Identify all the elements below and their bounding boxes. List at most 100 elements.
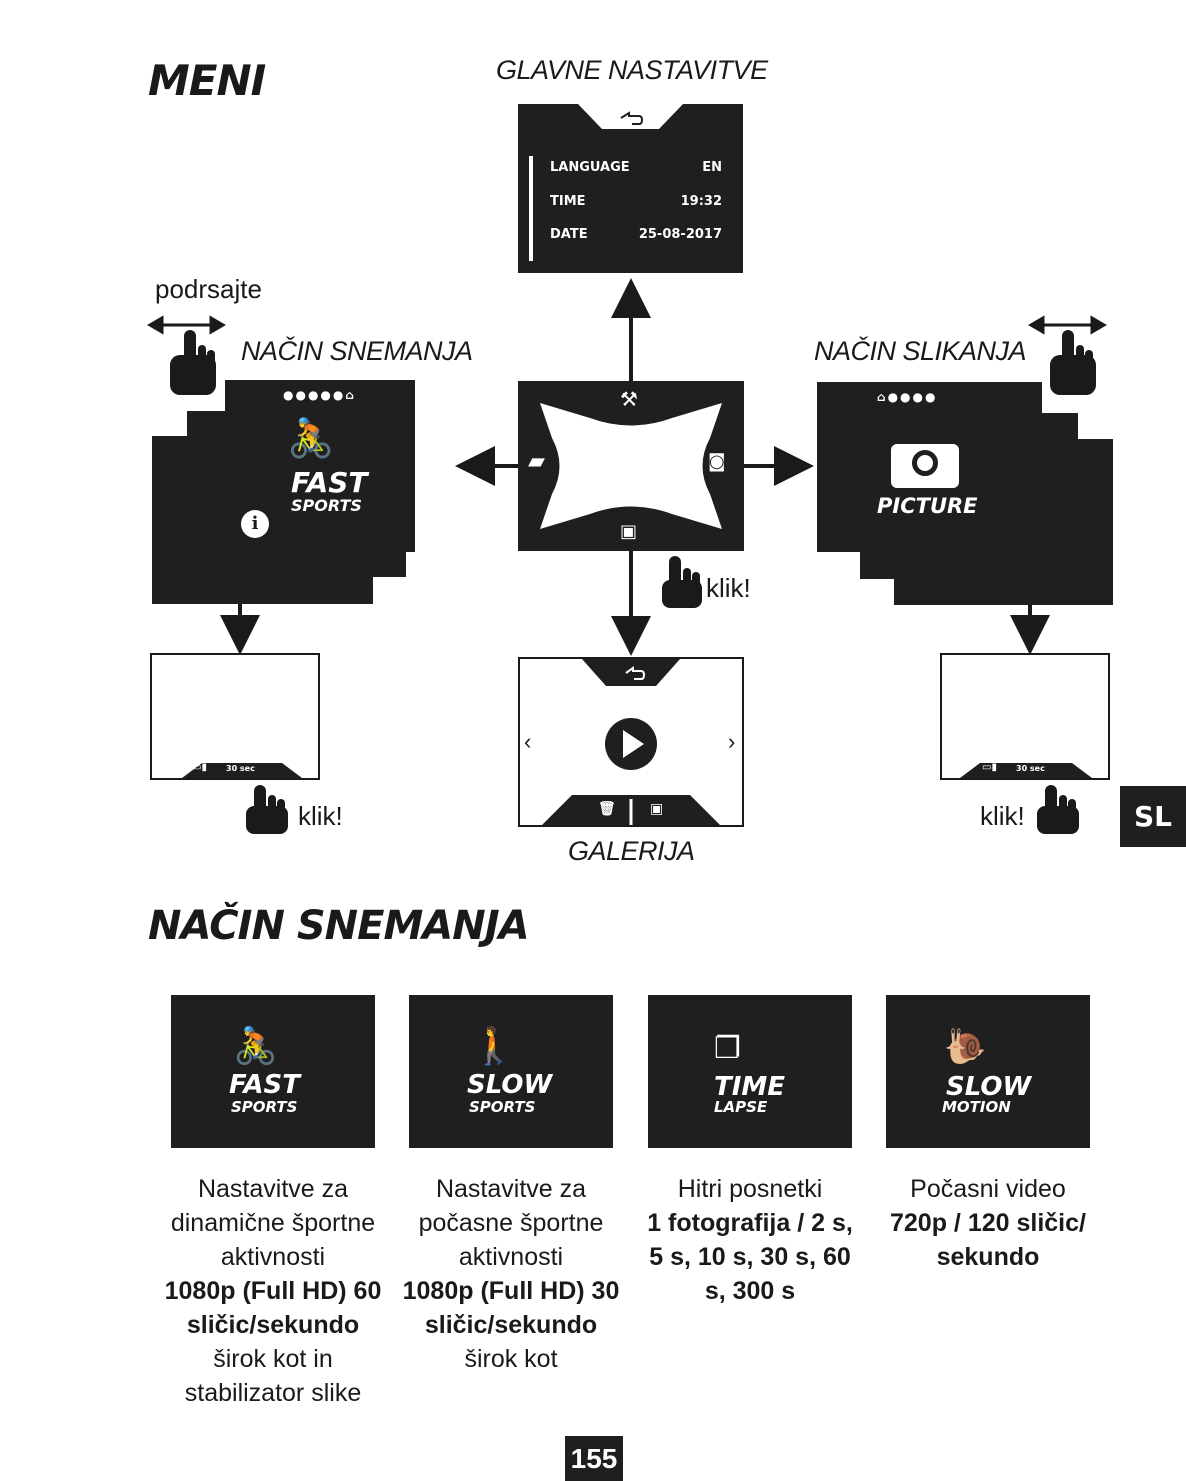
hand-icon-swipe-left bbox=[170, 330, 216, 395]
mode-tile-slow-sports: 🚶 SLOW SPORTS bbox=[409, 995, 613, 1148]
mode-tile-line1: SLOW bbox=[467, 1070, 553, 1100]
settings-back-tab[interactable] bbox=[518, 104, 743, 273]
mode-dots: ⌂●●●● bbox=[877, 390, 938, 404]
mode-tile-fast-sports: 🚴 FAST SPORTS bbox=[171, 995, 375, 1148]
fast-sports-icon: 🚴 bbox=[233, 1026, 278, 1067]
swipe-arrow-left bbox=[147, 315, 226, 335]
camera-icon[interactable]: ◙ bbox=[708, 451, 726, 472]
mode-desc-slow-sports: Nastavitve za počasne športne aktivnosti… bbox=[396, 1172, 626, 1376]
mode-tile-line1: FAST bbox=[229, 1070, 300, 1100]
photo-preview-screen: 30 sec ▭▮ bbox=[940, 653, 1110, 780]
desc-bold-line: sličic/sekundo bbox=[424, 1311, 598, 1339]
settings-row-language[interactable]: LANGUAGE EN bbox=[550, 160, 722, 175]
settings-value: EN bbox=[702, 160, 722, 175]
desc-line: širok kot bbox=[464, 1345, 558, 1373]
battery-icon: ▭▮ bbox=[982, 762, 997, 773]
hand-icon-click-left bbox=[246, 785, 288, 834]
video-mode-line2: SPORTS bbox=[291, 496, 362, 515]
desc-line: Hitri posnetki bbox=[677, 1175, 823, 1203]
desc-bold-line: s, 300 s bbox=[704, 1277, 796, 1305]
mode-dots: ●●●●●⌂ bbox=[283, 388, 356, 402]
settings-value: 19:32 bbox=[680, 194, 722, 209]
settings-scrollbar[interactable] bbox=[529, 156, 533, 261]
photo-mode-label: PICTURE bbox=[877, 494, 978, 518]
photo-preview-status: 30 sec bbox=[1016, 764, 1045, 773]
mode-tile-line1: TIME bbox=[714, 1072, 786, 1102]
desc-bold-line: 1080p (Full HD) 30 bbox=[402, 1277, 620, 1305]
fast-sports-icon: 🚴 bbox=[287, 416, 335, 460]
mode-tile-line2: SPORTS bbox=[469, 1098, 536, 1116]
photo-mode-title: NAČIN SLIKANJA bbox=[814, 336, 1027, 366]
desc-line: širok kot in bbox=[213, 1345, 333, 1373]
mode-tile-slow-motion: 🐌 SLOW MOTION bbox=[886, 995, 1090, 1148]
mode-tile-time-lapse: ❐ TIME LAPSE bbox=[648, 995, 852, 1148]
desc-bold-line: 5 s, 10 s, 30 s, 60 bbox=[649, 1243, 851, 1271]
hand-icon-swipe-right bbox=[1050, 330, 1096, 395]
desc-line: Nastavitve za bbox=[197, 1175, 349, 1203]
settings-value: 25-08-2017 bbox=[638, 227, 722, 242]
mode-desc-fast-sports: Nastavitve za dinamične športne aktivnos… bbox=[158, 1172, 388, 1410]
snail-icon: 🐌 bbox=[944, 1027, 987, 1067]
photo-stack-icon: ❐ bbox=[714, 1031, 741, 1066]
click-hint-right: klik! bbox=[980, 801, 1025, 831]
gallery-title: GALERIJA bbox=[568, 836, 695, 866]
click-hint-left: klik! bbox=[298, 801, 343, 831]
click-hint-center: klik! bbox=[706, 573, 751, 603]
desc-line: Nastavitve za bbox=[435, 1175, 587, 1203]
video-preview-screen: 30 sec ▭▮ bbox=[150, 653, 320, 780]
chevron-left-icon[interactable]: ‹ bbox=[524, 729, 532, 754]
language-tab: SL bbox=[1120, 786, 1186, 847]
desc-bold-line: 720p / 120 sličic/ bbox=[890, 1209, 1086, 1237]
desc-bold-line: 1 fotografija / 2 s, bbox=[647, 1209, 853, 1237]
mode-tile-line2: MOTION bbox=[942, 1098, 1011, 1116]
mode-desc-time-lapse: Hitri posnetki 1 fotografija / 2 s, 5 s,… bbox=[635, 1172, 865, 1308]
section-heading: NAČIN SNEMANJA bbox=[148, 903, 530, 949]
gallery-icon[interactable]: ▣ bbox=[620, 521, 638, 542]
play-button[interactable] bbox=[605, 718, 657, 770]
settings-label: LANGUAGE bbox=[550, 160, 630, 175]
mode-desc-slow-motion: Počasni video 720p / 120 sličic/ sekundo bbox=[873, 1172, 1103, 1274]
hand-icon-click-right bbox=[1037, 785, 1079, 834]
battery-icon: ▭▮ bbox=[192, 762, 207, 773]
mode-tile-line2: LAPSE bbox=[714, 1098, 768, 1116]
wrench-icon[interactable]: ⚒ bbox=[620, 387, 638, 411]
meni-heading: MENI bbox=[148, 56, 266, 105]
settings-screen: LANGUAGE EN TIME 19:32 DATE 25-08-2017 bbox=[518, 104, 743, 273]
info-icon[interactable]: i bbox=[241, 510, 269, 538]
page-number: 155 bbox=[565, 1436, 623, 1481]
desc-bold-line: sekundo bbox=[936, 1243, 1040, 1271]
desc-line: stabilizator slike bbox=[184, 1379, 362, 1407]
mode-tile-line2: SPORTS bbox=[231, 1098, 298, 1116]
main-settings-label: GLAVNE NASTAVITVE bbox=[496, 55, 768, 85]
video-mode-screen[interactable]: ●●●●●⌂ 🚴 FAST SPORTS i bbox=[225, 380, 415, 552]
camera-icon bbox=[891, 444, 959, 488]
swipe-hint: podrsajte bbox=[155, 274, 262, 304]
desc-line: Počasni video bbox=[910, 1175, 1066, 1203]
chevron-right-icon[interactable]: › bbox=[728, 729, 736, 754]
video-preview-status: 30 sec bbox=[226, 764, 255, 773]
desc-line: aktivnosti bbox=[458, 1243, 564, 1271]
home-screen: ⚒ ▰ ◙ ▣ bbox=[518, 381, 744, 551]
desc-bold-line: sličic/sekundo bbox=[186, 1311, 360, 1339]
gallery-back-button[interactable] bbox=[606, 659, 656, 686]
mode-tile-line1: SLOW bbox=[946, 1072, 1032, 1102]
desc-line: dinamične športne bbox=[170, 1209, 376, 1237]
settings-row-date[interactable]: DATE 25-08-2017 bbox=[550, 227, 722, 242]
desc-line: počasne športne bbox=[418, 1209, 604, 1237]
hand-icon-click-center bbox=[662, 556, 702, 608]
gallery-screen: ‹ › 🗑 ▣ bbox=[518, 657, 744, 827]
trash-icon[interactable]: 🗑 bbox=[598, 801, 616, 817]
hiking-icon: 🚶 bbox=[471, 1026, 516, 1067]
photo-mode-screen[interactable]: ⌂●●●● PICTURE bbox=[817, 382, 1042, 552]
flow-diagram-lines bbox=[147, 278, 1107, 834]
desc-line: aktivnosti bbox=[220, 1243, 326, 1271]
settings-row-time[interactable]: TIME 19:32 bbox=[550, 194, 722, 209]
desc-bold-line: 1080p (Full HD) 60 bbox=[164, 1277, 382, 1305]
image-icon[interactable]: ▣ bbox=[650, 801, 664, 817]
video-camera-icon[interactable]: ▰ bbox=[528, 449, 545, 474]
video-mode-line1: FAST bbox=[291, 466, 368, 499]
video-mode-title: NAČIN SNEMANJA bbox=[241, 336, 473, 366]
settings-label: TIME bbox=[550, 194, 586, 209]
swipe-arrow-right bbox=[1028, 315, 1107, 335]
settings-label: DATE bbox=[550, 227, 588, 242]
